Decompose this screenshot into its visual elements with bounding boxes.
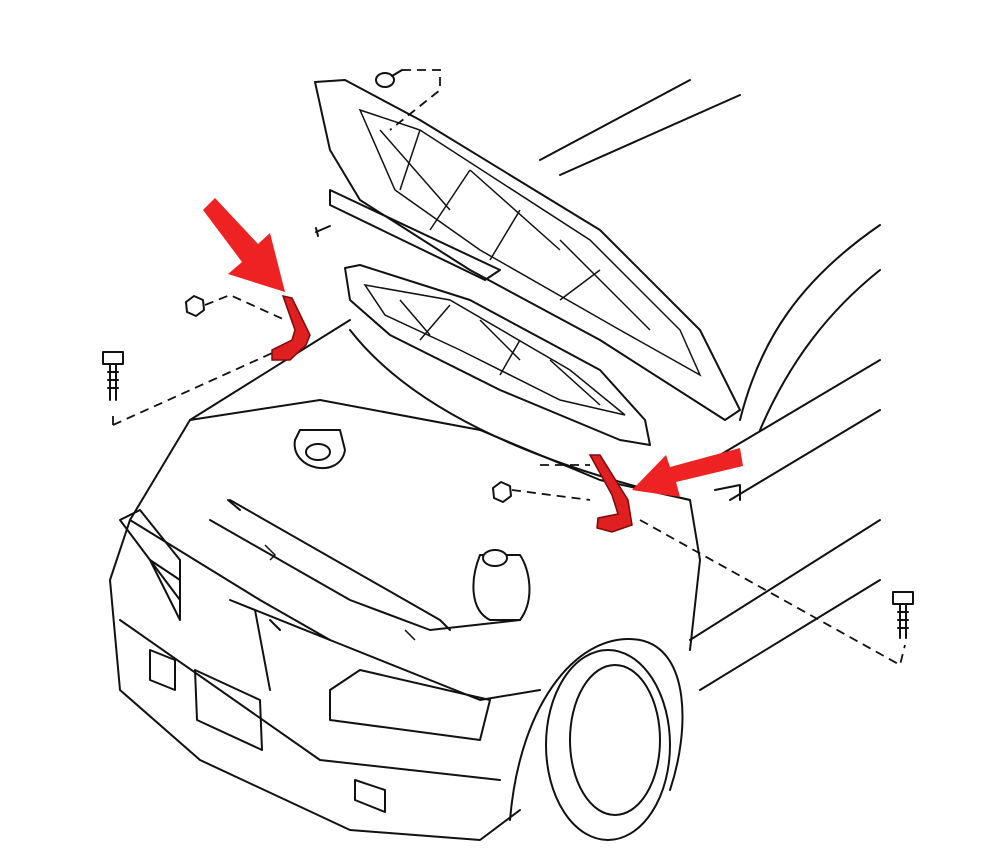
hood-insulator <box>344 264 651 446</box>
arrow-down-right-icon <box>203 198 285 292</box>
hinge-left[interactable] <box>271 294 311 361</box>
bolt-icon <box>375 69 403 88</box>
fasteners <box>102 69 914 667</box>
screw-icon <box>315 225 331 237</box>
bolt-icon <box>102 351 124 401</box>
nut-icon <box>185 295 205 317</box>
car-cabin <box>539 79 881 691</box>
bolt-icon <box>892 591 914 639</box>
hood-hinges <box>271 294 633 533</box>
hinge-right[interactable] <box>588 454 633 533</box>
callout-arrows <box>203 198 743 497</box>
front-wheel <box>509 638 684 841</box>
nut-icon <box>492 481 512 503</box>
arrow-left-icon <box>632 448 743 497</box>
open-hood <box>314 79 741 421</box>
front-end <box>119 509 501 813</box>
